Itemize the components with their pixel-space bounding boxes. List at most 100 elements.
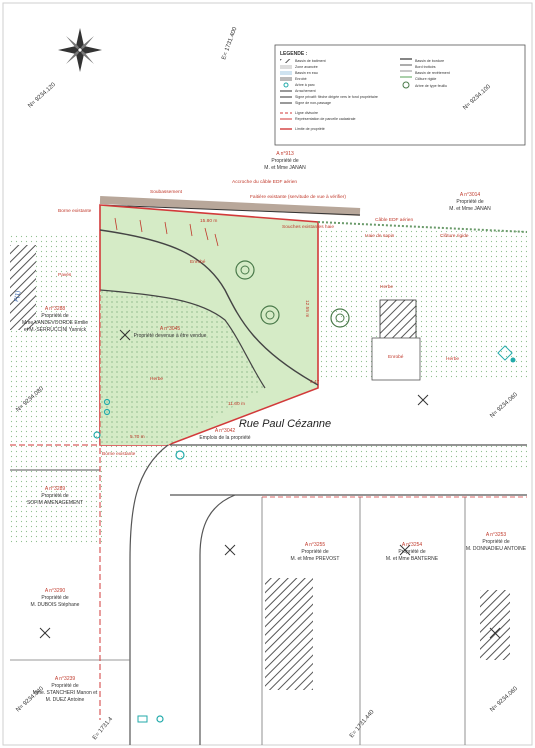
dimension-label: 12.55 m [304,300,310,317]
parcel-owner: et M. SERRUCCINI Yannick [24,327,87,333]
parcel-owner: M. DONNADIEU ANTOINE [466,546,527,552]
parcel-owner: M. et Mme BANTERNE [386,556,439,562]
building-hatch-right-bottom [480,590,510,660]
annotation: Accroche du câble EDF aérien [232,179,297,185]
side-label: F(1) [14,290,22,302]
legend-item: Bassin de batiment [295,59,326,63]
parcel-number: A n°3042 [215,428,236,434]
annotation: Soubassement [150,189,183,195]
parcel-number: A n°3239 [55,676,76,682]
parcel-owner: Propriété de [41,313,68,319]
coord-label: N= 9234.060 [489,391,519,419]
legend-title: LEGENDE : [280,51,308,57]
annotation: Herbe [150,376,163,382]
building-hatch-left [10,245,36,330]
legend-item: Clôture rigide [415,77,436,81]
parcel-number: A n°3253 [486,532,507,538]
manhole-icon [156,715,164,723]
annotation: Borne existante [102,451,136,457]
dimension-label: 0.47 [310,379,320,385]
annotation: Enrobé [190,259,206,265]
grass-area-strip [10,445,527,470]
plot-curve-1 [99,229,319,386]
dimension-label: 5.70 m [130,434,145,440]
legend-item: Zone avancée [295,65,318,69]
parcel-number: A n°3255 [305,542,326,548]
parcel-owner: M. DUBOIS Stéphane [31,602,80,608]
parcel-owner: Propriété devenue à être vendue [134,333,207,339]
parcel-owner: Propriété de [271,158,298,164]
legend-swatches [280,58,412,130]
legend-item: Signe privatif: flèche dirigée vers le f… [295,95,378,99]
annotation: Faitière existante (servitude de vue à v… [250,194,346,200]
plot-shrub-strokes [114,217,219,247]
parcel-owner: M. et Mme PREVOST [291,556,340,562]
parcel-number: A n°3014 [460,192,481,198]
annotation: Pavés [58,272,72,278]
parcel-owner: Propriété de [41,493,68,499]
legend-item: Enrobé [295,77,307,81]
building-hatch-right [379,299,417,341]
tree-2 [260,305,280,325]
parcel-owner: Propriété de [456,199,483,205]
cross-mark-1 [119,329,131,341]
cross-mark-2 [417,394,429,406]
parcel-number: A n°3045 [160,326,181,332]
cross-mark-3 [224,544,236,556]
annotation: Borne existante [58,208,92,214]
legend-item: Bassin de revêtement [415,71,450,75]
tree-3 [330,308,350,328]
parcel-number: A n°3254 [402,542,423,548]
enrobe-box [371,337,421,381]
parcel-owner: Propriété de [398,549,425,555]
parcel-owner: Propriété de [482,539,509,545]
building-hatch-bottom [265,578,313,690]
legend-item: Bassin en eau [295,71,318,75]
meter-icon [137,715,148,723]
annotation: Herbe [446,356,459,362]
legend-item: Signe de non-passage [295,101,331,105]
annotation: Souches existantes haie [282,224,334,230]
cross-mark-5 [39,627,51,639]
manhole-icon [103,408,111,416]
coord-label: N= 9234.120 [27,81,57,109]
legend-item: Arbre de type feuillu [415,84,447,88]
parcel-owner: M. DUEZ Antoine [46,697,85,703]
annotation: Clôture rigide [440,233,469,239]
parcel-number: A n°3288 [45,306,66,312]
annotation: Herbe [380,284,393,290]
tree-1 [235,260,255,280]
street-name: Rue Paul Cézanne [239,418,331,430]
legend-item: Bord trottoirs [415,65,436,69]
legend-item: Arrachement [295,89,316,93]
legend-item: Représentation de parcelle cadastrale [295,117,356,121]
parcel-number: A n°913 [276,151,294,157]
roof-hatch-line [99,196,361,216]
legend-item: Bassin de bordure [415,59,444,63]
manhole-icon [103,398,111,406]
coord-label: E= 1731.400 [221,26,239,61]
annotation: Enrobé [388,354,404,360]
annotation: Haie de sapin [365,233,395,239]
plot-curve-2 [99,289,266,389]
cross-mark-4 [399,544,411,556]
parcel-owner: Propriété de [41,595,68,601]
coord-label: N= 9234.060 [489,685,519,713]
coord-label: E= 1731.440 [349,709,376,740]
parcel-number: A n°3290 [45,588,66,594]
manhole-icon [175,450,185,460]
road-curve-inner [199,494,236,745]
coord-label: E= 1731.4 [92,716,115,741]
dimension-label: 15.80 m [200,218,217,224]
annotation: Câble EDF aérien [375,217,413,223]
road-curve-outer [129,444,169,745]
manhole-icon [93,431,101,439]
legend-item: Ligne divisoire [295,111,318,115]
parcel-owner: M. et Mme JANAN [449,206,491,212]
plot-tree-zone [100,290,265,445]
cross-mark-6 [489,627,501,639]
parcel-owner: M. et Mme JANAN [264,165,306,171]
mailbox-icon [497,345,516,363]
